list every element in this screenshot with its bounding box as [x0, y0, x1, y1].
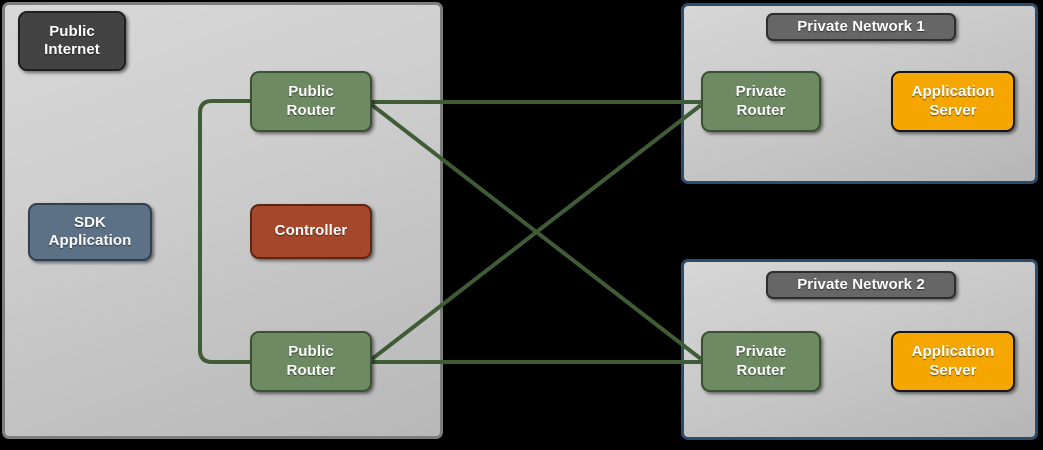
private-router-1-label-line2: Router [736, 101, 786, 119]
application-server-1-node[interactable]: Application Server [891, 71, 1015, 132]
controller-node[interactable]: Controller [250, 204, 372, 259]
link-public-router-bus[interactable] [198, 99, 252, 364]
private-router-1-label-line1: Private [735, 83, 787, 101]
private-router-2-label-line1: Private [735, 343, 787, 361]
private-network-1-badge: Private Network 1 [766, 13, 956, 41]
private-router-1-node[interactable]: Private Router [701, 71, 821, 132]
sdk-application-label-line1: SDK [74, 213, 106, 231]
public-internet-label-line2: Internet [44, 41, 100, 58]
public-router-top-label-line1: Public [288, 83, 334, 101]
private-router-2-label-line2: Router [736, 361, 786, 379]
application-server-2-label-line2: Server [929, 361, 977, 379]
public-internet-label-line1: Public [49, 22, 95, 40]
public-router-bottom-node[interactable]: Public Router [250, 331, 372, 392]
public-router-bottom-label-line1: Public [288, 343, 334, 361]
application-server-1-label-line2: Server [929, 101, 977, 119]
public-router-top-label-line2: Router [286, 101, 336, 119]
public-router-top-node[interactable]: Public Router [250, 71, 372, 132]
application-server-2-label-line1: Application [911, 343, 995, 361]
public-internet-label-node: Public Internet [18, 11, 126, 71]
public-router-bottom-label-line2: Router [286, 361, 336, 379]
application-server-1-label-line1: Application [911, 83, 995, 101]
controller-label: Controller [274, 222, 348, 240]
private-network-1-badge-label: Private Network 1 [797, 17, 925, 35]
link-public-router-bottom-to-private-router-1[interactable] [370, 103, 703, 361]
sdk-application-node[interactable]: SDK Application [28, 203, 152, 261]
private-network-2-badge: Private Network 2 [766, 271, 956, 299]
application-server-2-node[interactable]: Application Server [891, 331, 1015, 392]
private-router-2-node[interactable]: Private Router [701, 331, 821, 392]
private-network-2-badge-label: Private Network 2 [797, 275, 925, 293]
sdk-application-label-line2: Application [48, 232, 132, 249]
